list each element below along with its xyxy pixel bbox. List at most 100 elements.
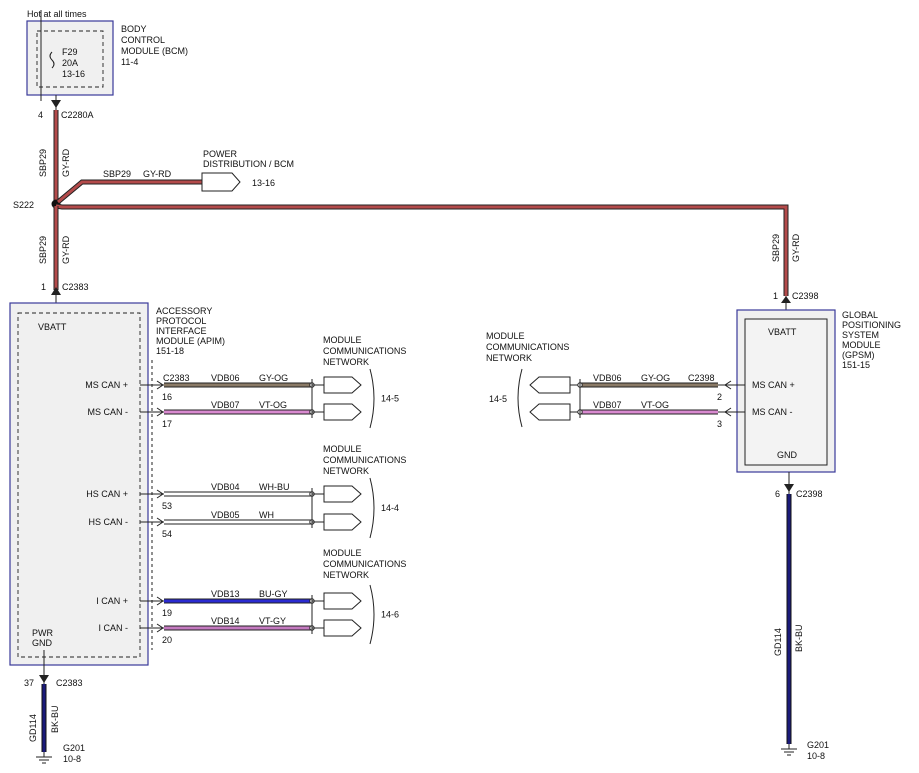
network-connector-icon xyxy=(323,376,362,394)
sbp29-label-lower: SBP29 xyxy=(38,236,48,264)
gpsm-signal-circuit: VDB07 xyxy=(593,400,622,410)
apim-signal-pin: 53 xyxy=(162,501,172,511)
apim-signal-pin: 17 xyxy=(162,419,172,429)
apim-signal-circuit: VDB14 xyxy=(211,616,240,626)
network-ref: 14-5 xyxy=(381,394,399,404)
network-label-line-2: COMMUNICATIONS xyxy=(323,346,406,356)
gpsm-signal-circuit: VDB06 xyxy=(593,373,622,383)
apim-signal-color: VT-GY xyxy=(259,616,286,626)
gpsm-signal-color: GY-OG xyxy=(641,373,670,383)
gy-rd-label-upper: GY-RD xyxy=(61,148,71,177)
fuse-id: F29 xyxy=(62,47,78,57)
apim-name-line-3: INTERFACE xyxy=(156,326,207,336)
network-connector-icon xyxy=(323,592,362,610)
gpsm-signal-connector: C2398 xyxy=(688,373,715,383)
apim-signal-pin: 19 xyxy=(162,608,172,618)
network-label-line-3: NETWORK xyxy=(323,357,369,367)
gpsm-ground-ref: 10-8 xyxy=(807,751,825,761)
network-connector-icon xyxy=(529,376,571,394)
pd-ref: 13-16 xyxy=(252,178,275,188)
gpsm-feed-color: GY-RD xyxy=(791,233,801,262)
apim-gnd-color: BK-BU xyxy=(50,705,60,733)
apim-signal-circuit: VDB05 xyxy=(211,510,240,520)
apim-signal-circuit: VDB07 xyxy=(211,400,240,410)
gpsm-feed-wire-outline xyxy=(55,203,789,296)
gpsm-gnd-label: GND xyxy=(777,450,798,460)
apim-signal-color: WH-BU xyxy=(259,482,290,492)
gpsm-ground-symbol-icon xyxy=(781,744,797,756)
apim-signal-pin: 54 xyxy=(162,529,172,539)
apim-name-line-5: 151-18 xyxy=(156,346,184,356)
fuse-f29-icon xyxy=(49,51,55,69)
pd-label-line-2: DISTRIBUTION / BCM xyxy=(203,159,294,169)
fuse-ref: 13-16 xyxy=(62,69,85,79)
apim-gnd-pin: 37 xyxy=(24,678,34,688)
gpsm-pin-arrow-icon xyxy=(724,407,732,417)
gpsm-pin-arrow-icon xyxy=(724,380,732,390)
network-brace-icon xyxy=(517,368,523,428)
gpsm-inner-box xyxy=(744,318,828,466)
hot-at-all-times-label: Hot at all times xyxy=(27,9,87,19)
gpsm-name-line-3: SYSTEM xyxy=(842,330,879,340)
gpsm-signal-color: VT-OG xyxy=(641,400,669,410)
apim-signal-circuit: VDB06 xyxy=(211,373,240,383)
sbp29-label-upper: SBP29 xyxy=(38,149,48,177)
c2383-top-connector-icon xyxy=(51,287,61,295)
bcm-name-line-3: MODULE (BCM) xyxy=(121,46,188,56)
apim-pin-arrow-icon xyxy=(156,407,164,417)
power-distribution-connector-icon xyxy=(201,172,241,192)
apim-pin-arrow-icon xyxy=(156,380,164,390)
network-label-line-1: MODULE xyxy=(323,548,362,558)
apim-vbatt-label: VBATT xyxy=(38,322,67,332)
branch-color-label: GY-RD xyxy=(143,169,172,179)
apim-signal-label: MS CAN + xyxy=(85,380,128,390)
apim-signal-connector: C2383 xyxy=(163,373,190,383)
apim-pin-arrow-icon xyxy=(156,623,164,633)
apim-signal-color: BU-GY xyxy=(259,589,288,599)
bcm-fuse-box xyxy=(36,30,104,88)
network-connector-icon xyxy=(323,403,362,421)
apim-pin-arrow-icon xyxy=(156,489,164,499)
apim-signal-color: VT-OG xyxy=(259,400,287,410)
gpsm-gnd-pin: 6 xyxy=(775,489,780,499)
apim-pwr-label: PWR xyxy=(32,628,53,638)
bcm-pin: 4 xyxy=(38,110,43,120)
apim-signal-color: WH xyxy=(259,510,274,520)
network-connector-icon xyxy=(323,513,362,531)
apim-signal-label: HS CAN + xyxy=(86,489,128,499)
branch-circuit-label: SBP29 xyxy=(103,169,131,179)
apim-signal-label: I CAN - xyxy=(98,623,128,633)
gpsm-vbatt-label: VBATT xyxy=(768,327,797,337)
network-label-line-1: MODULE xyxy=(323,444,362,454)
network-label-line-2: COMMUNICATIONS xyxy=(323,559,406,569)
pd-label-line-1: POWER xyxy=(203,149,238,159)
gpsm-gnd-connector-icon xyxy=(784,484,794,492)
apim-inner-boundary xyxy=(17,312,141,658)
gpsm-ground-id: G201 xyxy=(807,740,829,750)
network-ref: 14-6 xyxy=(381,610,399,620)
network-connector-icon xyxy=(323,619,362,637)
network-label-line-3: NETWORK xyxy=(323,570,369,580)
network-ref: 14-4 xyxy=(381,503,399,513)
gy-rd-label-lower: GY-RD xyxy=(61,235,71,264)
apim-ground-symbol-icon xyxy=(36,752,52,764)
gpsm-feed-wire-color xyxy=(55,204,788,296)
branch-wire-color xyxy=(57,180,202,204)
apim-ground-ref: 10-8 xyxy=(63,754,81,764)
apim-gnd-connector: C2383 xyxy=(56,678,83,688)
gpsm-name-line-1: GLOBAL xyxy=(842,310,878,320)
network-label-line-3: NETWORK xyxy=(323,466,369,476)
gpsm-top-connector: C2398 xyxy=(792,291,819,301)
network-label-line-2: COMMUNICATIONS xyxy=(323,455,406,465)
apim-module-box xyxy=(9,302,149,666)
